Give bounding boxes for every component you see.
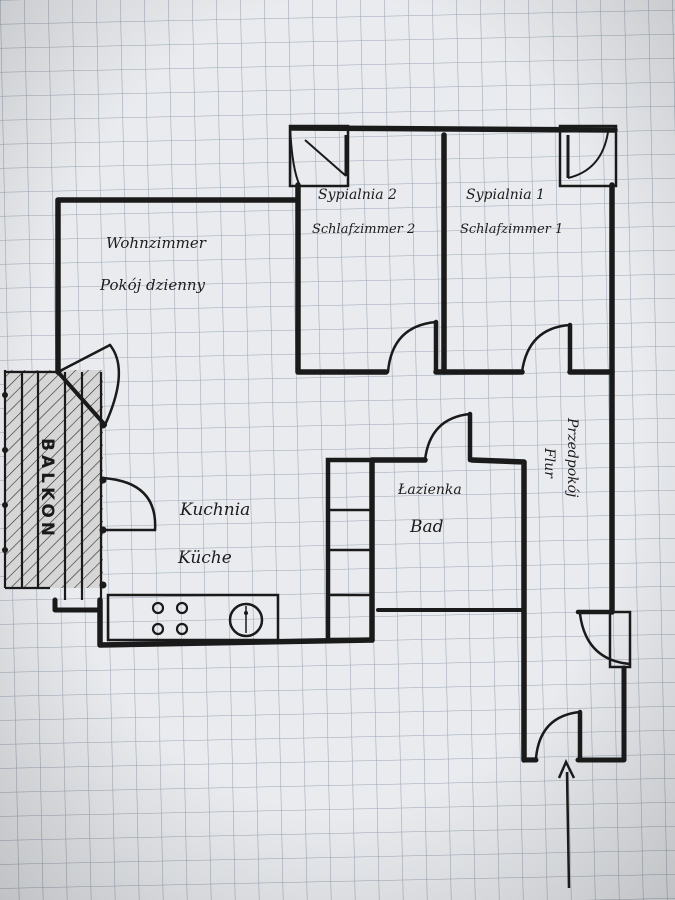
bedroom2-door	[386, 319, 439, 375]
bedroom1-door	[520, 322, 573, 375]
label-flur: Flur	[541, 447, 557, 479]
stove-icon	[151, 601, 189, 636]
label-kuchnia: Kuchnia	[179, 500, 250, 520]
entrance-door	[534, 709, 583, 761]
hall-side-door	[575, 609, 632, 669]
label-bad: Bad	[409, 517, 444, 537]
balcony-living-door	[56, 343, 121, 427]
label-schlafzimmer-2: Schlafzimmer 2	[312, 222, 415, 237]
label-przedpokoj: Przedpokój	[564, 417, 580, 498]
label-sypialnia-2: Sypialnia 2	[318, 187, 397, 203]
entrance-arrow-icon	[557, 759, 576, 889]
label-lazienka: Łazienka	[397, 482, 462, 498]
label-kueche: Küche	[177, 548, 232, 568]
doors	[56, 319, 632, 761]
sink-icon	[228, 602, 264, 638]
balcony-kitchen-door	[101, 476, 157, 532]
counter-top	[106, 593, 280, 642]
walls	[52, 125, 627, 763]
label-schlafzimmer-1: Schlafzimmer 1	[460, 222, 563, 237]
stairs	[325, 457, 375, 643]
label-wohnzimmer: Wohnzimmer	[106, 234, 207, 252]
bathroom-door	[423, 411, 473, 463]
label-balkon: BALKON	[37, 438, 57, 540]
label-pokoj-dzienny: Pokój dzienny	[99, 276, 206, 294]
upper-openings	[288, 124, 618, 188]
label-sypialnia-1: Sypialnia 1	[466, 187, 545, 203]
kitchen-counter	[106, 593, 280, 642]
